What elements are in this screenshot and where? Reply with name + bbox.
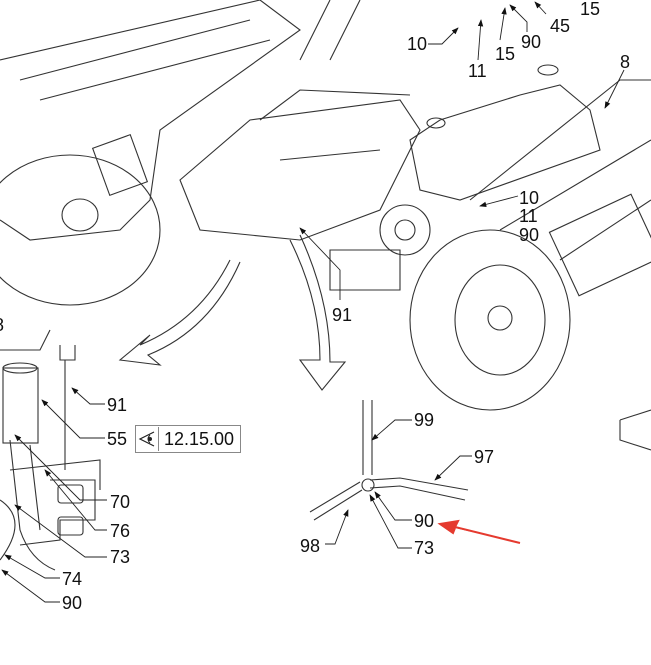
hose-98 (309, 481, 363, 521)
callout-45: 45 (550, 16, 571, 36)
callout-55: 55 (107, 429, 128, 449)
tank (409, 84, 601, 201)
eye-icon (136, 427, 159, 451)
callout-10: 10 (407, 34, 428, 54)
callout-73: 73 (110, 547, 131, 567)
callout-8: 8 (0, 316, 4, 334)
callout-76: 76 (110, 521, 131, 541)
callout-90: 90 (521, 32, 542, 52)
callout-70: 70 (110, 492, 131, 512)
view-reference[interactable]: 12.15.00 (135, 425, 241, 453)
front-frame (0, 0, 301, 241)
filter (2, 367, 39, 444)
callout-11: 11 (468, 61, 487, 81)
callout-10: 10 (519, 188, 540, 208)
callout-90: 90 (62, 593, 83, 613)
callout-8: 8 (620, 52, 631, 72)
callout-11: 11 (519, 206, 538, 226)
callout-15: 15 (580, 0, 601, 19)
hose-99 (362, 400, 373, 475)
callout-74: 74 (62, 569, 83, 589)
callout-99: 99 (414, 410, 435, 430)
hose-97 (369, 477, 469, 501)
callout-97: 97 (474, 447, 495, 467)
callout-98: 98 (300, 536, 321, 556)
callout-90: 90 (519, 225, 540, 245)
callout-91: 91 (332, 305, 353, 325)
callout-90: 90 (414, 511, 435, 531)
callout-91: 91 (107, 395, 128, 415)
view-reference-label: 12.15.00 (164, 428, 235, 449)
front-drum (0, 154, 161, 306)
center-chassis (179, 99, 421, 241)
direction-arrow (118, 259, 241, 366)
highlight-arrow (437, 519, 521, 544)
direction-arrow (289, 234, 347, 391)
rear-drum (409, 229, 571, 411)
callout-73: 73 (414, 538, 435, 558)
callout-15: 15 (495, 44, 516, 64)
